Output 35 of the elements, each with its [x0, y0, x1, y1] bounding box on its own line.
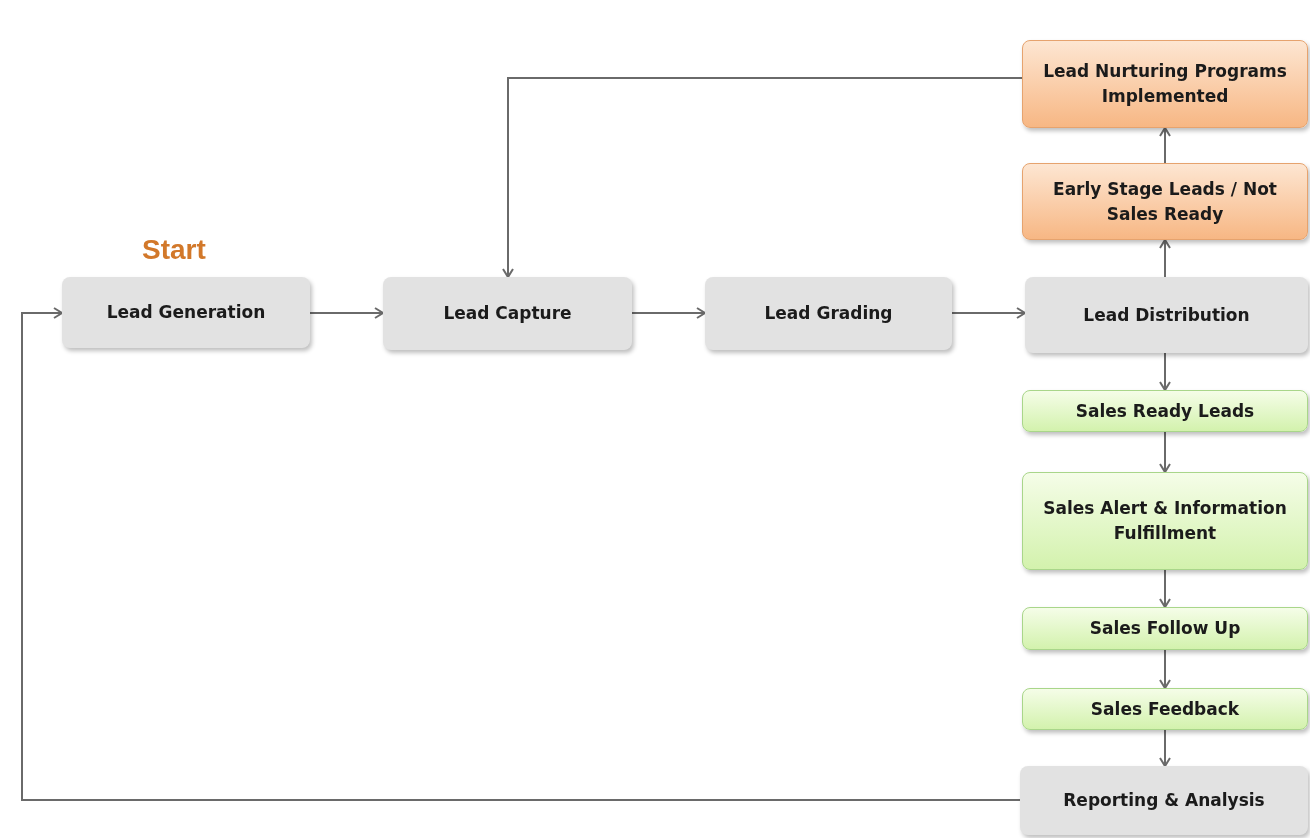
box-label: Lead Grading: [763, 302, 894, 326]
arrow: [21, 307, 1021, 801]
box-label: Lead Generation: [105, 301, 267, 325]
box-label: Lead Nurturing Programs Implemented: [1042, 60, 1288, 108]
box-label: Sales Ready Leads: [1074, 399, 1256, 423]
arrow: [1159, 569, 1171, 608]
box-label: Lead Distribution: [1082, 303, 1251, 327]
arrow: [1159, 729, 1171, 767]
process-box: [1022, 390, 1308, 432]
arrow: [1159, 239, 1171, 278]
process-box: [1022, 472, 1308, 570]
arrow: [309, 307, 384, 319]
process-box: [62, 277, 310, 348]
box-label: Sales Feedback: [1089, 697, 1241, 721]
box-label: Reporting & Analysis: [1062, 789, 1266, 813]
arrow: [1159, 431, 1171, 473]
box-label: Sales Alert & Information Fulfillment: [1042, 497, 1288, 545]
arrow: [502, 77, 1023, 278]
process-box: [1022, 688, 1308, 730]
process-box: [383, 277, 632, 350]
start-label: Start: [142, 234, 206, 266]
process-box: [705, 277, 952, 350]
box-label: Lead Capture: [442, 302, 573, 326]
arrow: [951, 307, 1026, 319]
arrow: [1159, 649, 1171, 689]
arrow: [631, 307, 706, 319]
process-box: [1025, 277, 1308, 353]
process-box: [1022, 607, 1308, 650]
arrow: [1159, 127, 1171, 164]
process-box: [1022, 163, 1308, 240]
box-label: Early Stage Leads / Not Sales Ready: [1052, 177, 1278, 226]
process-box: [1020, 766, 1308, 835]
arrow: [1159, 352, 1171, 391]
box-label: Sales Follow Up: [1088, 617, 1242, 641]
process-box: [1022, 40, 1308, 128]
